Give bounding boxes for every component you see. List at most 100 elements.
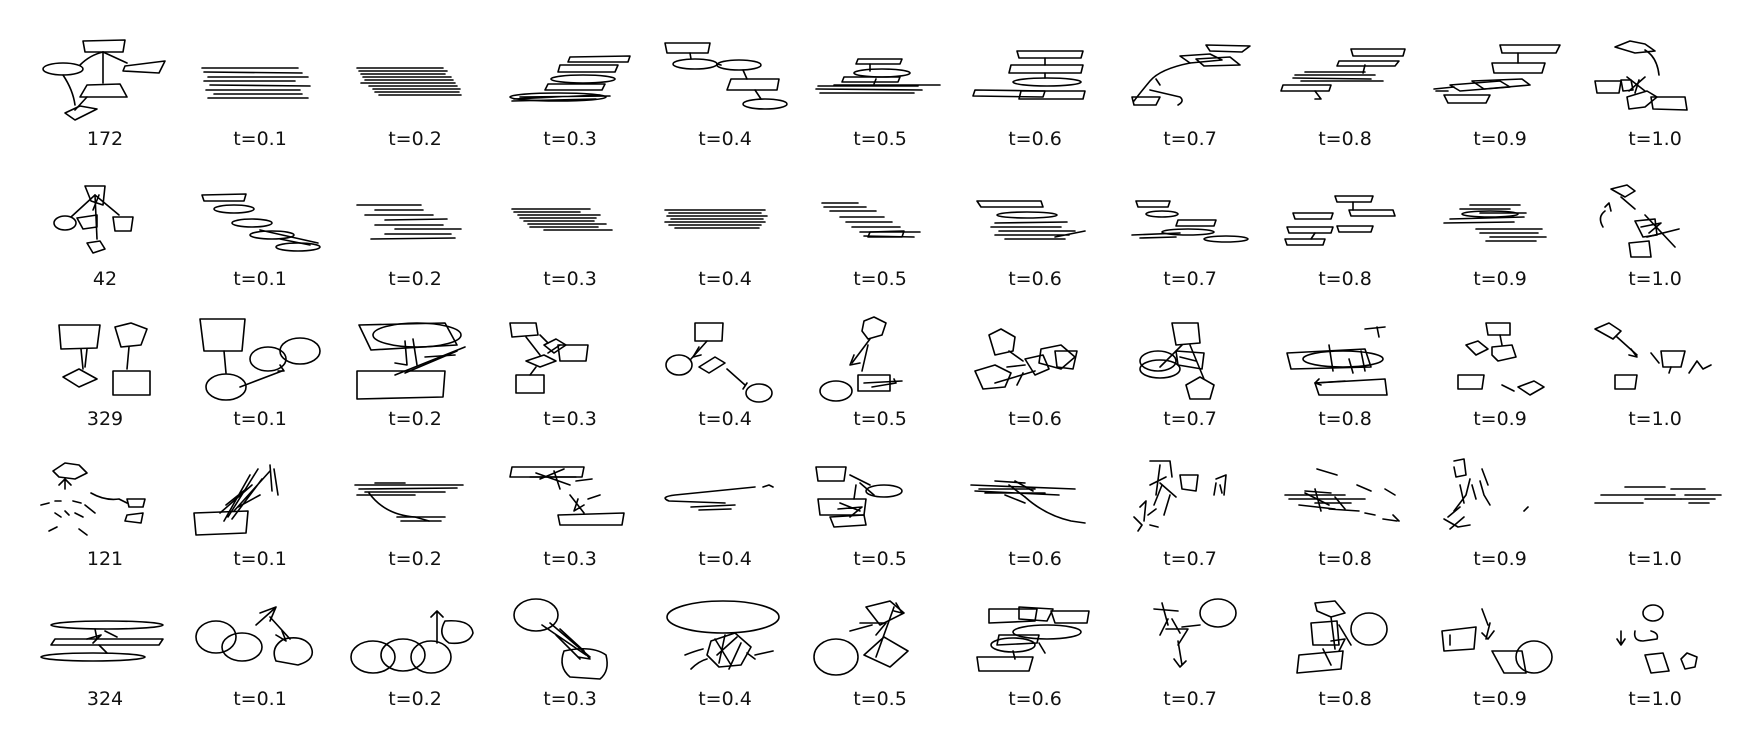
sketch-drawing (42, 39, 166, 121)
sketch-drawing (1433, 44, 1561, 104)
sketch-cell: t=0.5 (810, 175, 950, 315)
sketch-cell: 329 (35, 315, 175, 455)
sketch-label: t=0.6 (1008, 408, 1062, 430)
sketch-drawing (1443, 458, 1529, 530)
sketch-label: t=0.6 (1008, 688, 1062, 710)
sketch-drawing (1131, 44, 1251, 106)
sketch-cell: t=0.2 (345, 315, 485, 455)
sketch-cell: t=0.6 (965, 175, 1105, 315)
sketch-label: t=0.7 (1163, 688, 1217, 710)
sketch-cell: t=0.3 (500, 175, 640, 315)
sketch-label: t=0.3 (543, 128, 597, 150)
sketch-label: t=0.8 (1318, 268, 1372, 290)
sketch-cell: t=0.7 (1120, 595, 1260, 735)
sketch-drawing (1594, 322, 1712, 390)
sketch-cell: t=0.1 (190, 455, 330, 595)
sketch-label: t=0.9 (1473, 548, 1527, 570)
sketch-drawing (666, 600, 780, 670)
sketch-label: t=0.4 (698, 128, 752, 150)
sketch-label: t=0.3 (543, 268, 597, 290)
sketch-cell: t=0.9 (1430, 315, 1570, 455)
sketch-cell: 121 (35, 455, 175, 595)
sketch-label: t=0.9 (1473, 688, 1527, 710)
sketch-label: t=0.3 (543, 688, 597, 710)
sketch-label: t=0.9 (1473, 128, 1527, 150)
sketch-label: t=0.3 (543, 408, 597, 430)
sketch-cell: t=0.9 (1430, 175, 1570, 315)
sketch-label: t=0.8 (1318, 128, 1372, 150)
sketch-cell: t=0.7 (1120, 315, 1260, 455)
sketch-cell: t=0.8 (1275, 595, 1415, 735)
sketch-cell: t=1.0 (1585, 595, 1725, 735)
sketch-label: t=0.7 (1163, 128, 1217, 150)
sketch-cell: t=0.2 (345, 595, 485, 735)
sketch-drawing (976, 606, 1090, 672)
sketch-label: t=0.4 (698, 548, 752, 570)
sketch-cell: t=0.1 (190, 595, 330, 735)
sketch-cell: t=1.0 (1585, 35, 1725, 175)
sketch-drawing (664, 42, 788, 110)
sketch-drawing (1616, 604, 1698, 674)
sketch-label: t=0.5 (853, 548, 907, 570)
sketch-label: t=0.1 (233, 548, 287, 570)
sketch-cell: t=0.6 (965, 35, 1105, 175)
sketch-label: t=0.1 (233, 268, 287, 290)
sketch-label: 42 (92, 268, 118, 290)
sketch-drawing (1284, 195, 1396, 246)
sketch-drawing (1153, 598, 1237, 668)
sketch-drawing (664, 484, 774, 511)
sketch-cell: t=0.5 (810, 595, 950, 735)
sketch-cell: t=0.2 (345, 455, 485, 595)
sketch-drawing (1457, 322, 1545, 396)
sketch-label: t=0.4 (698, 408, 752, 430)
sketch-label: t=0.9 (1473, 268, 1527, 290)
sketch-cell: t=0.6 (965, 455, 1105, 595)
sketch-drawing (665, 322, 773, 403)
sketch-label: t=1.0 (1628, 408, 1682, 430)
sketch-drawing (813, 600, 909, 676)
sketch-label: 121 (86, 548, 124, 570)
sketch-drawing (664, 209, 768, 229)
sketch-drawing (1139, 322, 1215, 400)
sketch-label: t=0.5 (853, 268, 907, 290)
sketch-cell: t=0.7 (1120, 35, 1260, 175)
sketch-cell: t=0.1 (190, 175, 330, 315)
sketch-label: t=0.1 (233, 408, 287, 430)
sketch-cell: t=0.8 (1275, 315, 1415, 455)
sketch-label: t=0.1 (233, 128, 287, 150)
sketch-cell: t=0.5 (810, 35, 950, 175)
sketch-drawing (354, 482, 464, 522)
sketch-drawing (1599, 184, 1680, 258)
sketch-drawing (976, 200, 1086, 240)
sketch-drawing (195, 606, 314, 666)
sketch-drawing (356, 67, 462, 96)
sketch-cell: t=1.0 (1585, 455, 1725, 595)
sketch-cell: t=0.9 (1430, 35, 1570, 175)
sketch-cell: t=0.4 (655, 455, 795, 595)
sketch-drawing (350, 610, 474, 674)
sketch-drawing (1443, 204, 1547, 242)
sketch-drawing (511, 208, 613, 231)
sketch-drawing (1280, 48, 1406, 100)
sketch-cell: t=0.7 (1120, 455, 1260, 595)
sketch-label: t=0.8 (1318, 548, 1372, 570)
sketch-cell: t=0.2 (345, 175, 485, 315)
sketch-label: t=0.6 (1008, 548, 1062, 570)
sketch-drawing (1594, 40, 1688, 111)
sketch-drawing (972, 50, 1086, 100)
sketch-drawing (40, 620, 164, 662)
sketch-drawing (1286, 326, 1388, 396)
sketch-cell: t=0.4 (655, 595, 795, 735)
sketch-label: t=0.1 (233, 688, 287, 710)
sketch-drawing (1131, 200, 1249, 243)
sketch-label: t=0.7 (1163, 548, 1217, 570)
sketch-drawing (1296, 600, 1388, 674)
sketch-cell: t=0.1 (190, 35, 330, 175)
sketch-drawing (509, 322, 589, 394)
sketch-label: t=0.6 (1008, 268, 1062, 290)
sketch-label: t=0.5 (853, 408, 907, 430)
sketch-cell: t=0.5 (810, 455, 950, 595)
sketch-label: t=0.6 (1008, 128, 1062, 150)
sketch-drawing (819, 316, 903, 402)
